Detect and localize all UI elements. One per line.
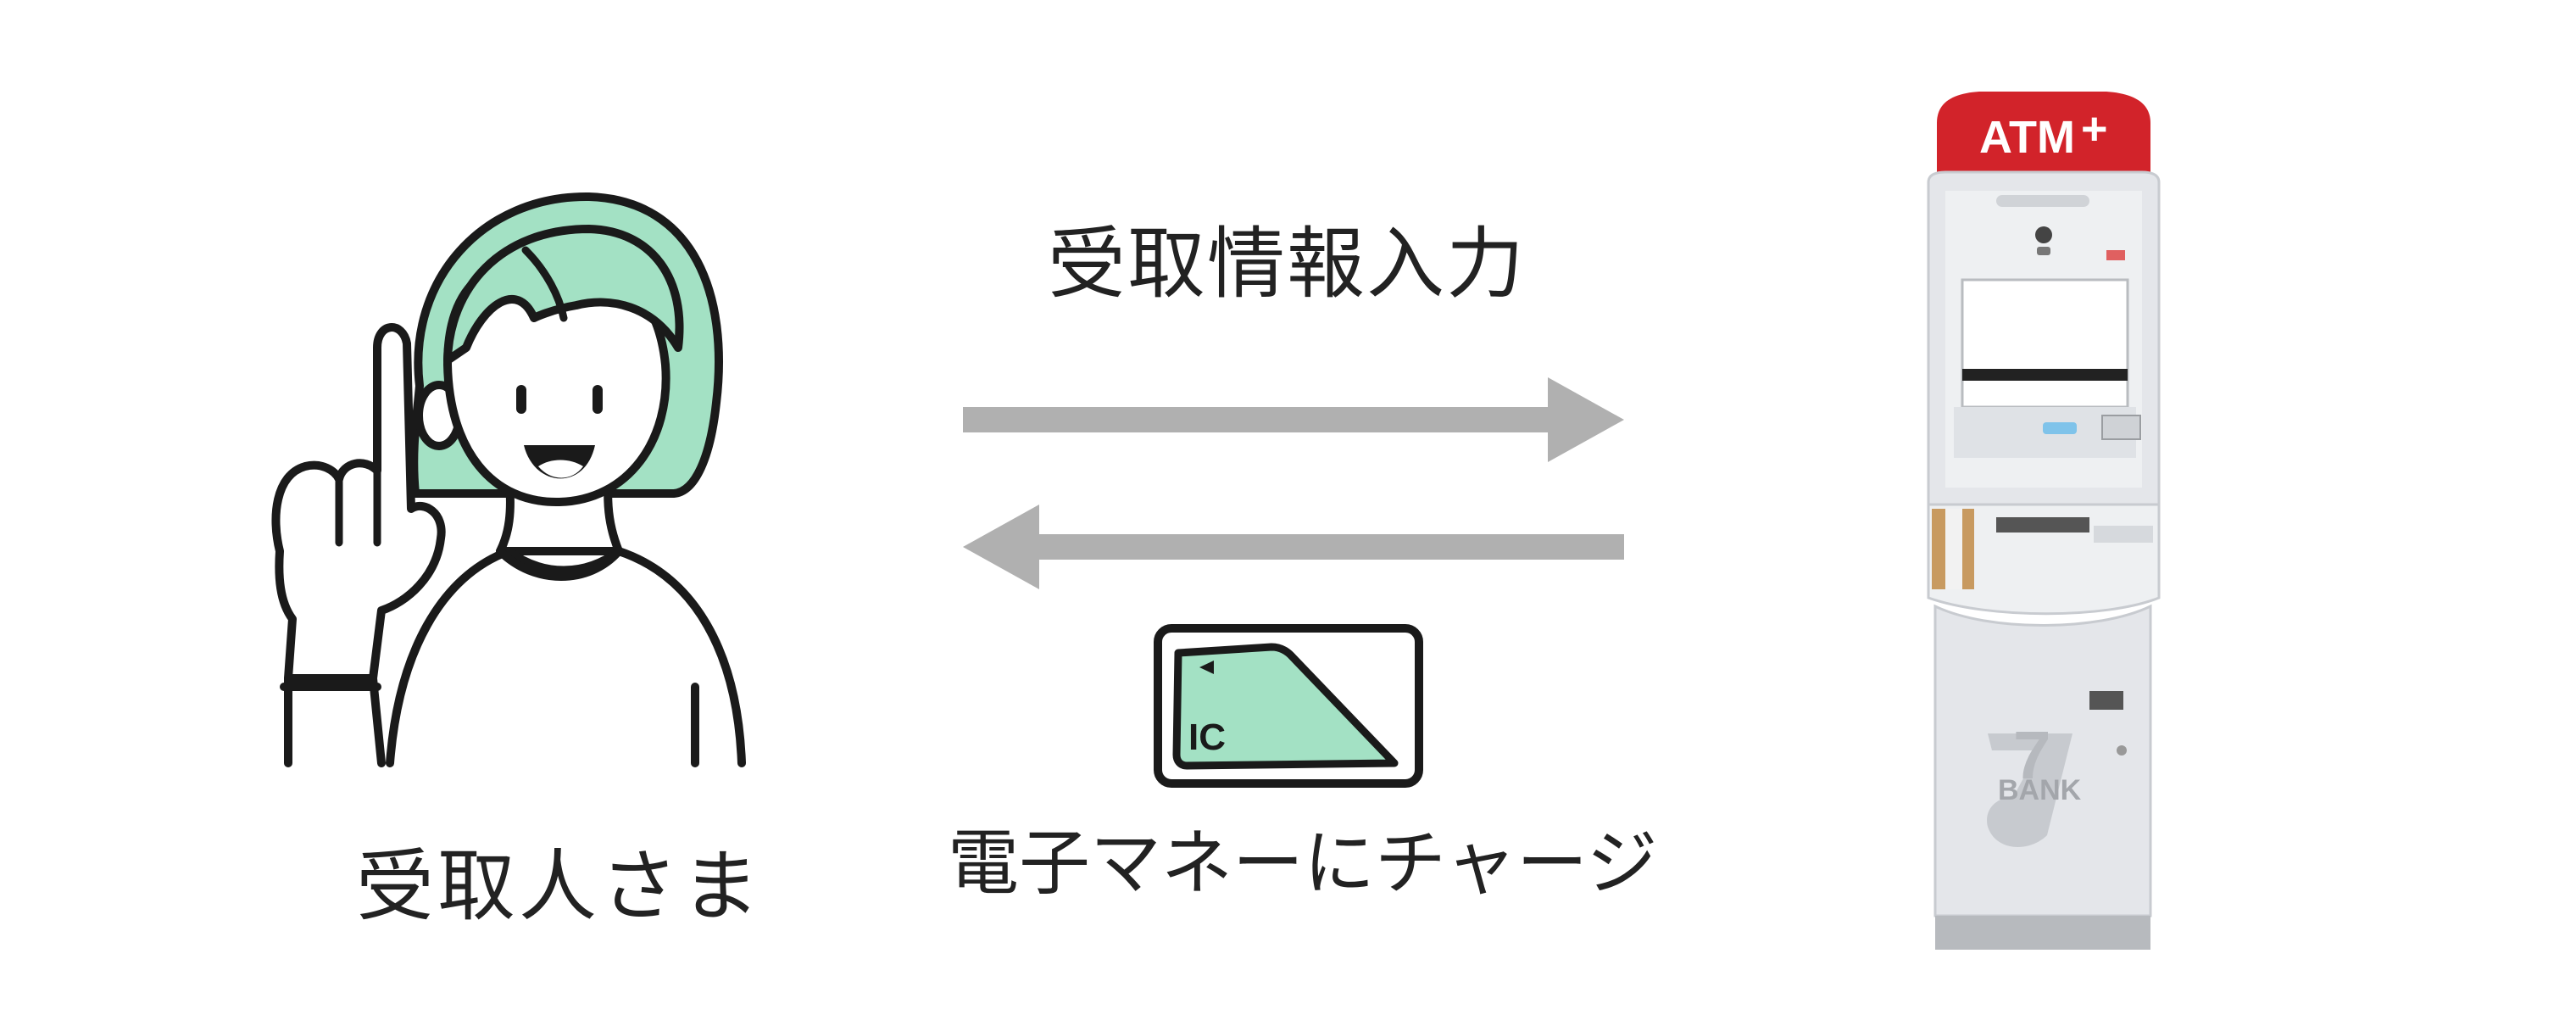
atm-screen bbox=[1961, 278, 2129, 409]
recipient-illustration bbox=[271, 192, 746, 767]
ic-text: IC bbox=[1188, 717, 1226, 758]
sleeve bbox=[284, 674, 386, 767]
atm-sign bbox=[1937, 92, 2150, 178]
atm-brand-text: BANK bbox=[1998, 774, 2082, 806]
input-label: 受取情報入力 bbox=[1048, 219, 1527, 309]
arrow-left bbox=[963, 505, 1624, 589]
recipient-label: 受取人さま bbox=[356, 841, 764, 932]
collar bbox=[496, 547, 623, 581]
finger-lines bbox=[335, 466, 381, 547]
ic-card-icon bbox=[1154, 624, 1423, 788]
atm-machine: ATM + 7 BANK bbox=[1920, 89, 2166, 954]
atm-brand-numeral: 7 bbox=[2013, 717, 2051, 793]
charge-label: 電子マネーにチャージ bbox=[948, 822, 1658, 905]
ic-card: IC bbox=[1153, 623, 1424, 789]
bangs bbox=[443, 225, 684, 365]
hair-strand bbox=[521, 246, 568, 322]
atm-sign-text: ATM bbox=[1979, 112, 2075, 163]
arrow-right bbox=[963, 377, 1624, 462]
tongue bbox=[538, 460, 583, 478]
atm-plus-icon: + bbox=[2081, 103, 2108, 154]
hand bbox=[271, 323, 446, 683]
bank-logo-icon bbox=[1987, 733, 2072, 847]
body bbox=[386, 547, 746, 767]
